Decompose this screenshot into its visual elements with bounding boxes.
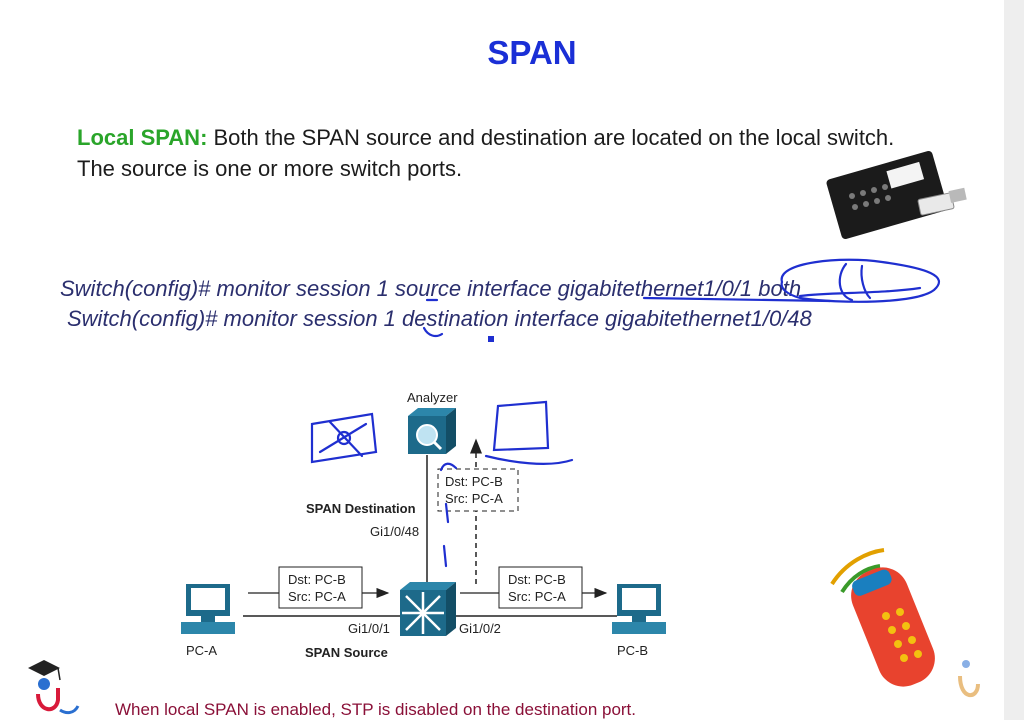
remote-keypad-image <box>826 150 967 240</box>
logo-mascot-icon <box>28 660 80 715</box>
remote-control-image <box>830 548 935 687</box>
description: Local SPAN: Both the SPAN source and des… <box>77 122 907 184</box>
frame-mirrored-dst: Dst: PC-B <box>445 474 503 489</box>
handwritten-annotations <box>310 258 941 568</box>
slide-title: SPAN <box>487 34 577 71</box>
frame-right-src: Src: PC-A <box>508 589 566 604</box>
span-destination-label: SPAN Destination <box>306 501 416 516</box>
analyzer-label: Analyzer <box>407 390 458 405</box>
logo-right-watermark-icon <box>958 660 980 697</box>
frame-left-dst: Dst: PC-B <box>288 572 346 587</box>
right-edge-bar <box>1004 0 1024 720</box>
pc-b-computer <box>612 584 666 634</box>
port-gi1-0-48: Gi1/0/48 <box>370 524 419 539</box>
description-text: Both the SPAN source and destination are… <box>77 125 895 181</box>
frame-left-src: Src: PC-A <box>288 589 346 604</box>
footer-note: When local SPAN is enabled, STP is disab… <box>115 700 637 719</box>
port-gi1-0-2: Gi1/0/2 <box>459 621 501 636</box>
span-source-label: SPAN Source <box>305 645 388 660</box>
frame-mirrored <box>437 468 519 512</box>
command-source: Switch(config)# monitor session 1 source… <box>60 276 802 301</box>
command-destination: Switch(config)# monitor session 1 destin… <box>67 306 812 331</box>
port-gi1-0-1: Gi1/0/1 <box>348 621 390 636</box>
switch-device <box>400 582 456 636</box>
frame-right <box>498 566 583 609</box>
pc-a-label: PC-A <box>186 643 217 658</box>
local-span-label: Local SPAN: <box>77 125 208 150</box>
frame-mirrored-src: Src: PC-A <box>445 491 503 506</box>
frame-left <box>278 566 363 609</box>
frame-right-dst: Dst: PC-B <box>508 572 566 587</box>
analyzer-device <box>408 408 456 454</box>
pc-a-computer <box>181 584 235 634</box>
pc-b-label: PC-B <box>617 643 648 658</box>
